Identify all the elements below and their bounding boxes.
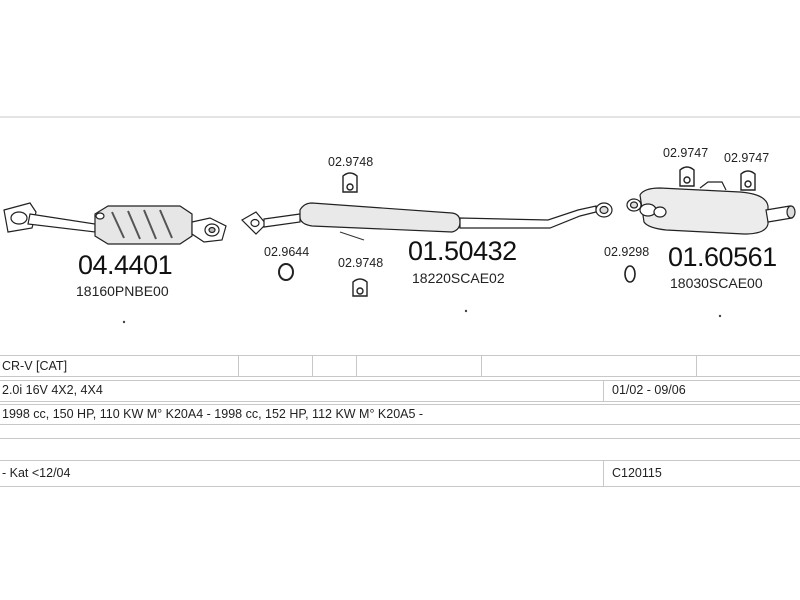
table-line — [0, 380, 800, 381]
table-line — [0, 486, 800, 487]
vehicle-code: C120115 — [612, 466, 662, 480]
table-divider — [603, 380, 604, 401]
hanger-number-6: 02.9298 — [604, 245, 650, 259]
rubber-hanger-icon-h5 — [740, 170, 756, 191]
table-line — [0, 376, 800, 377]
rubber-hanger-icon-h4 — [679, 166, 695, 187]
table-line — [0, 460, 800, 461]
part-number-middle-silencer: 01.50432 — [408, 236, 517, 266]
vehicle-engine: 2.0i 16V 4X2, 4X4 — [2, 383, 103, 397]
rubber-hanger-icon-h3 — [352, 278, 368, 297]
table-line — [0, 355, 800, 356]
vehicle-model: CR-V [CAT] — [2, 359, 68, 373]
part-number-rear-silencer: 01.60561 — [668, 242, 777, 272]
hanger-number-1: 02.9748 — [328, 155, 374, 169]
rear-silencer-drawing — [626, 181, 796, 235]
table-divider — [481, 355, 482, 376]
oem-number-middle-silencer: 18220SCAE02 — [412, 270, 505, 286]
table-line — [0, 404, 800, 405]
rubber-hanger-icon-h1 — [342, 172, 358, 193]
vehicle-specs: 1998 cc, 150 HP, 110 KW M° K20A4 - 1998 … — [2, 407, 424, 421]
table-divider — [238, 355, 239, 376]
table-line — [0, 438, 800, 439]
table-divider — [603, 460, 604, 486]
vehicle-note: - Kat <12/04 — [2, 466, 71, 480]
oem-number-rear-silencer: 18030SCAE00 — [670, 275, 763, 291]
vehicle-years: 01/02 - 09/06 — [612, 383, 686, 397]
front-pipe-catalyst-drawing — [3, 202, 227, 245]
dot-marker — [718, 314, 722, 318]
hanger-number-4: 02.9747 — [663, 146, 709, 160]
table-divider — [696, 355, 697, 376]
middle-silencer-drawing — [241, 202, 613, 241]
dot-marker — [464, 309, 468, 313]
table-divider — [356, 355, 357, 376]
oem-number-front-pipe: 18160PNBE00 — [76, 283, 169, 299]
hanger-number-5: 02.9747 — [724, 151, 770, 165]
hanger-number-2: 02.9644 — [264, 245, 310, 259]
ring-icon-h2 — [278, 263, 294, 281]
hanger-number-3: 02.9748 — [338, 256, 384, 270]
dot-marker — [122, 320, 126, 324]
table-divider — [312, 355, 313, 376]
table-line — [0, 424, 800, 425]
table-line — [0, 401, 800, 402]
part-number-front-pipe: 04.4401 — [78, 250, 173, 280]
ring-icon-h6 — [624, 265, 636, 283]
